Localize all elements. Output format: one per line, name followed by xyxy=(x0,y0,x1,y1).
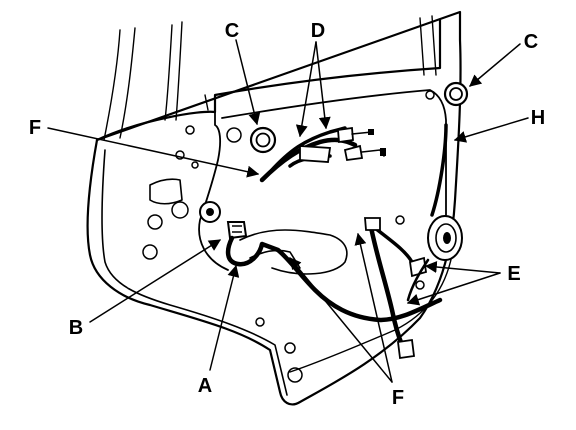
label-h: H xyxy=(531,107,545,129)
label-d: D xyxy=(311,20,325,42)
label-c-left: C xyxy=(225,20,239,42)
callout-labels: C D C F H E B A F xyxy=(29,20,545,409)
label-c-right: C xyxy=(524,31,538,53)
inner-panel xyxy=(142,89,447,383)
left-connector-module xyxy=(199,201,248,240)
grommet-left xyxy=(249,126,277,154)
label-b: B xyxy=(69,317,83,339)
label-f-top: F xyxy=(29,117,41,139)
speaker xyxy=(427,215,463,261)
grommet-right xyxy=(443,81,469,107)
label-e: E xyxy=(507,263,520,285)
callout-lines xyxy=(47,39,529,383)
wire-harness xyxy=(225,123,448,360)
label-f-bottom: F xyxy=(392,387,404,409)
door-frame xyxy=(86,10,462,406)
label-a: A xyxy=(198,375,212,397)
